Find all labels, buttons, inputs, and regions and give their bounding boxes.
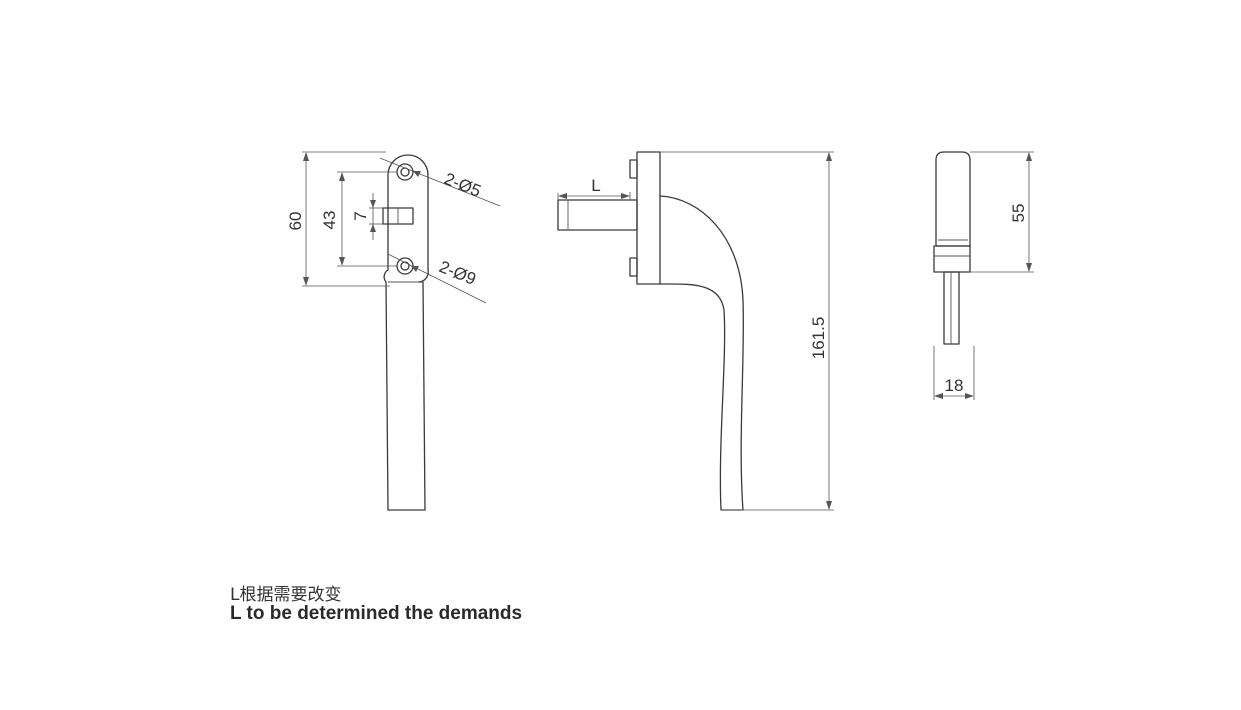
dim-43-arrow-top: [339, 172, 345, 181]
end-view-spindle: [943, 271, 960, 345]
dim-18-label: 18: [945, 376, 964, 395]
dim-7-arrow-bottom: [370, 224, 376, 232]
note-english: L to be determined the demands: [230, 603, 523, 624]
dim-l-label: L: [591, 176, 600, 195]
leader-hole-small-arrow: [413, 171, 421, 177]
hole-bottom-inner: [400, 261, 410, 271]
end-view: 55 18: [933, 151, 1034, 400]
lug-top: [629, 159, 638, 179]
dim-18-arrow-left: [934, 393, 943, 399]
hole-large-label: 2-Ø9: [437, 257, 479, 289]
dim-7-label: 7: [351, 211, 370, 220]
leader-hole-large-arrow: [411, 266, 419, 272]
spindle: [557, 199, 638, 231]
leader-hole-large: [387, 253, 487, 304]
dim-161-label: 161.5: [809, 317, 828, 360]
hole-small-label: 2-Ø5: [442, 169, 484, 201]
dim-43-label: 43: [320, 211, 339, 230]
dim-43-arrow-bottom: [339, 257, 345, 266]
dim-60-arrow-bottom: [303, 277, 309, 286]
dim-l-arrow-right: [621, 193, 630, 199]
hole-bottom-outer: [396, 257, 414, 275]
end-view-neck: [933, 245, 971, 273]
front-view: 60 43 7 2-Ø5 2-Ø9: [286, 151, 501, 511]
dim-55-arrow-top: [1026, 152, 1032, 161]
note-chinese: L根据需要改变: [230, 585, 342, 605]
dim-161-arrow-top: [826, 152, 832, 161]
dim-60-arrow-top: [303, 152, 309, 161]
leader-hole-small: [379, 157, 501, 207]
hole-top-outer: [396, 163, 414, 181]
dim-60-label: 60: [286, 212, 305, 231]
dim-l-arrow-left: [558, 193, 567, 199]
dim-161-arrow-bottom: [826, 501, 832, 510]
front-view-outline: [383, 154, 429, 511]
dim-55-label: 55: [1009, 204, 1028, 223]
lug-bottom: [629, 257, 638, 277]
curved-grip: [659, 195, 745, 511]
dim-18-arrow-right: [965, 393, 974, 399]
side-view: L 161.5: [557, 151, 834, 511]
dim-7-arrow-top: [370, 200, 376, 208]
dim-55-arrow-bottom: [1026, 263, 1032, 272]
back-plate: [636, 151, 661, 285]
end-view-rose: [935, 151, 971, 247]
